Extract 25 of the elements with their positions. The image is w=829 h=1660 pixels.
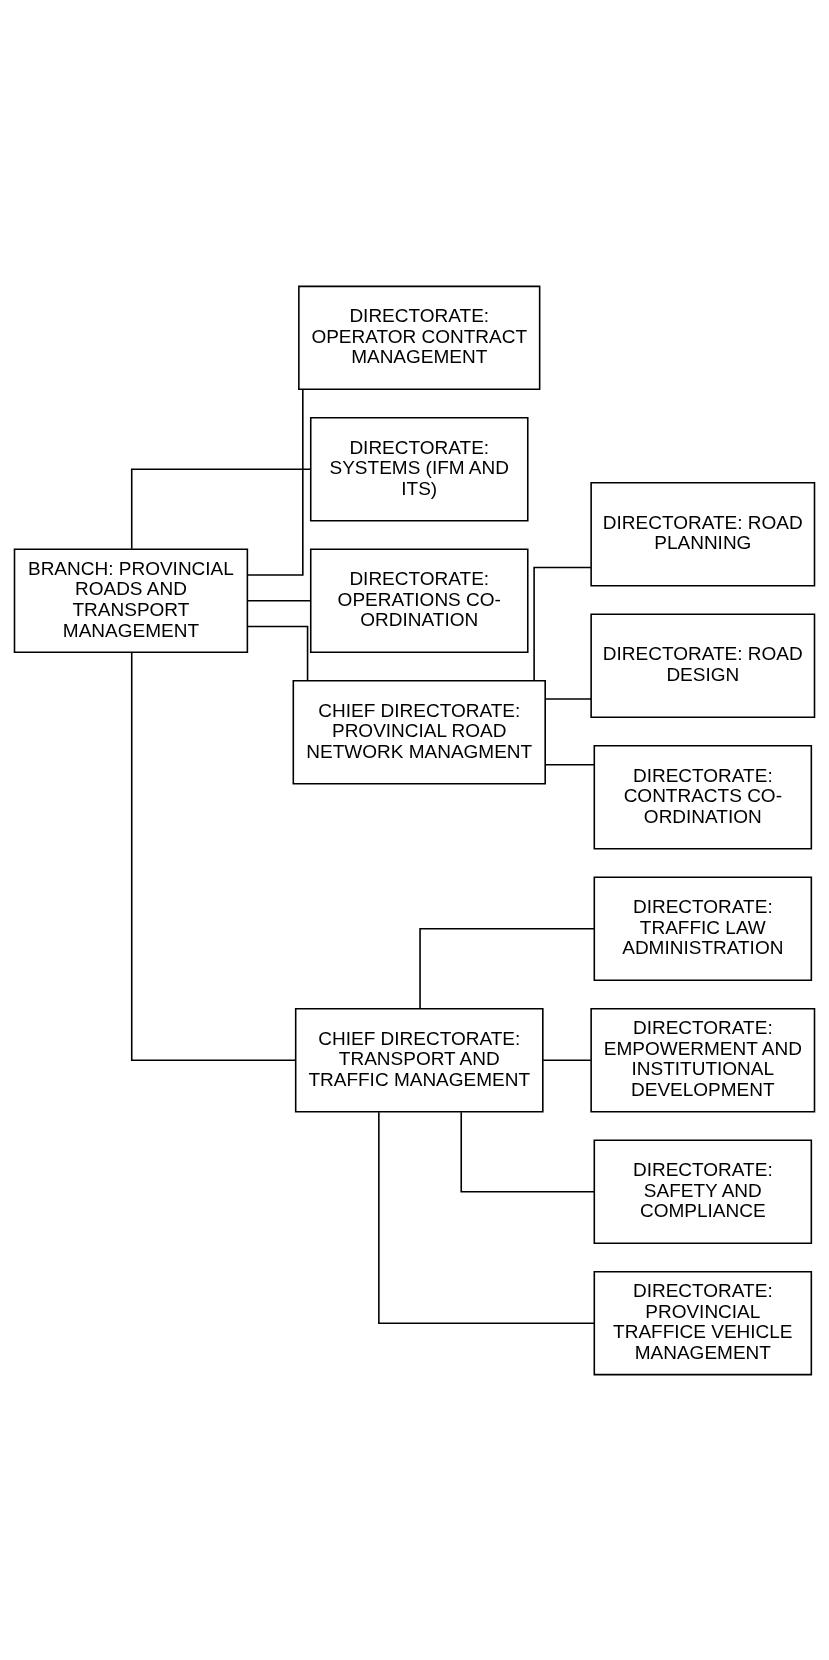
node-box: DIRECTORATE: EMPOWERMENT AND INSTITUTIONAL DEVELOPMENT	[590, 1007, 816, 1112]
connector	[130, 651, 297, 1061]
connector	[419, 927, 596, 1009]
node-box: DIRECTORATE: SYSTEMS (IFM AND ITS)	[309, 416, 529, 522]
node-box: DIRECTORATE: ROAD PLANNING	[590, 481, 816, 587]
node-box: CHIEF DIRECTORATE: PROVINCIAL ROAD NETWORK MANAGMENT	[292, 679, 546, 785]
connector	[247, 625, 309, 681]
connector	[246, 388, 304, 576]
node-box: CHIEF DIRECTORATE: TRANSPORT AND TRAFFIC MANAGEMENT	[294, 1007, 544, 1112]
node-box: BRANCH: PROVINCIAL ROADS AND TRANSPORT MANAGEMENT	[13, 548, 249, 653]
node-box: DIRECTORATE: TRAFFIC LAW ADMINISTRATION	[593, 875, 813, 981]
connector	[130, 468, 312, 550]
connector	[542, 1058, 592, 1061]
connector	[460, 1110, 595, 1192]
connector	[378, 1110, 595, 1324]
node-box: DIRECTORATE: CONTRACTS CO-ORDINATION	[593, 744, 813, 849]
connector	[533, 566, 592, 681]
node-box: DIRECTORATE: PROVINCIAL TRAFFICE VEHICLE MANAGEMENT	[593, 1270, 813, 1375]
node-box: DIRECTORATE: SAFETY AND COMPLIANCE	[593, 1138, 813, 1244]
connector	[544, 763, 595, 766]
connector	[246, 599, 312, 602]
node-box: DIRECTORATE: OPERATIONS CO-ORDINATION	[309, 548, 529, 653]
node-box: DIRECTORATE: OPERATOR CONTRACT MANAGEMENT	[298, 285, 541, 390]
node-box: DIRECTORATE: ROAD DESIGN	[590, 612, 816, 718]
connector	[544, 697, 592, 700]
